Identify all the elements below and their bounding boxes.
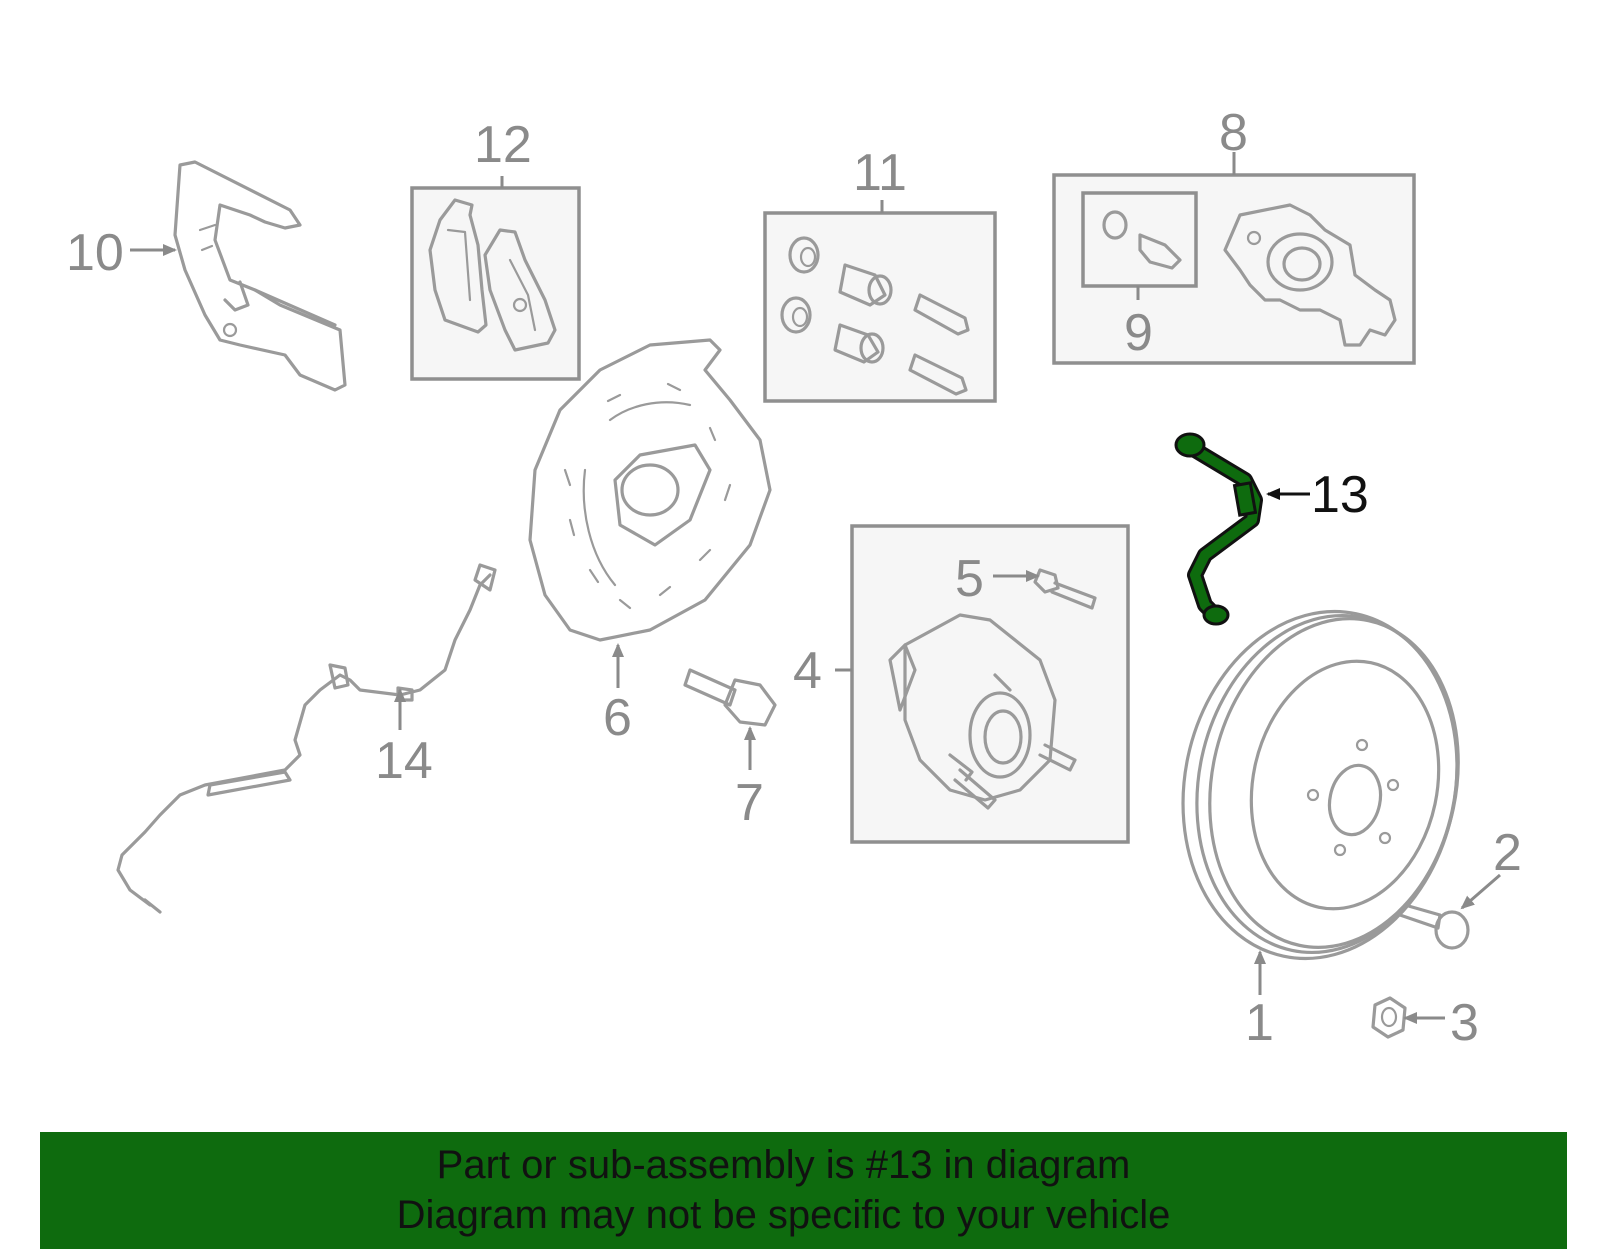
banner-line-1: Part or sub-assembly is #13 in diagram [436, 1143, 1131, 1187]
nut-part-3 [1371, 996, 1407, 1039]
callout-1: 1 [1245, 994, 1274, 1052]
callout-3: 3 [1450, 994, 1479, 1052]
callout-8: 8 [1219, 104, 1248, 162]
callout-5: 5 [955, 550, 984, 608]
brake-hose-part-13 [1174, 432, 1263, 626]
callout-6: 6 [603, 689, 632, 747]
leader-2 [1460, 873, 1501, 910]
brake-rotor-part-1 [1181, 609, 1460, 961]
callout-12: 12 [474, 116, 532, 174]
part-notice-banner: Part or sub-assembly is #13 in diagram D… [40, 1132, 1567, 1249]
callout-9: 9 [1124, 304, 1153, 362]
caliper-bracket-part-10 [173, 160, 347, 392]
callout-2: 2 [1493, 824, 1522, 882]
brake-pads-part-12 [428, 198, 557, 352]
callout-13: 13 [1311, 466, 1369, 524]
bleeder-kit-part-9 [1102, 210, 1182, 270]
bolt-part-7 [683, 668, 777, 727]
guide-pin-kit-part-11 [780, 236, 970, 396]
caliper-part-8 [1223, 203, 1397, 347]
dust-shield-part-6 [528, 338, 772, 642]
callout-14: 14 [375, 732, 433, 790]
abs-sensor-part-14 [116, 563, 497, 914]
banner-line-2: Diagram may not be specific to your vehi… [396, 1193, 1171, 1237]
wheel-hub-part-4 [888, 613, 1077, 810]
callout-4: 4 [793, 642, 822, 700]
callout-7: 7 [735, 774, 764, 832]
bolt-part-2 [1398, 903, 1470, 950]
callout-11: 11 [853, 144, 907, 202]
callout-10: 10 [66, 224, 124, 282]
